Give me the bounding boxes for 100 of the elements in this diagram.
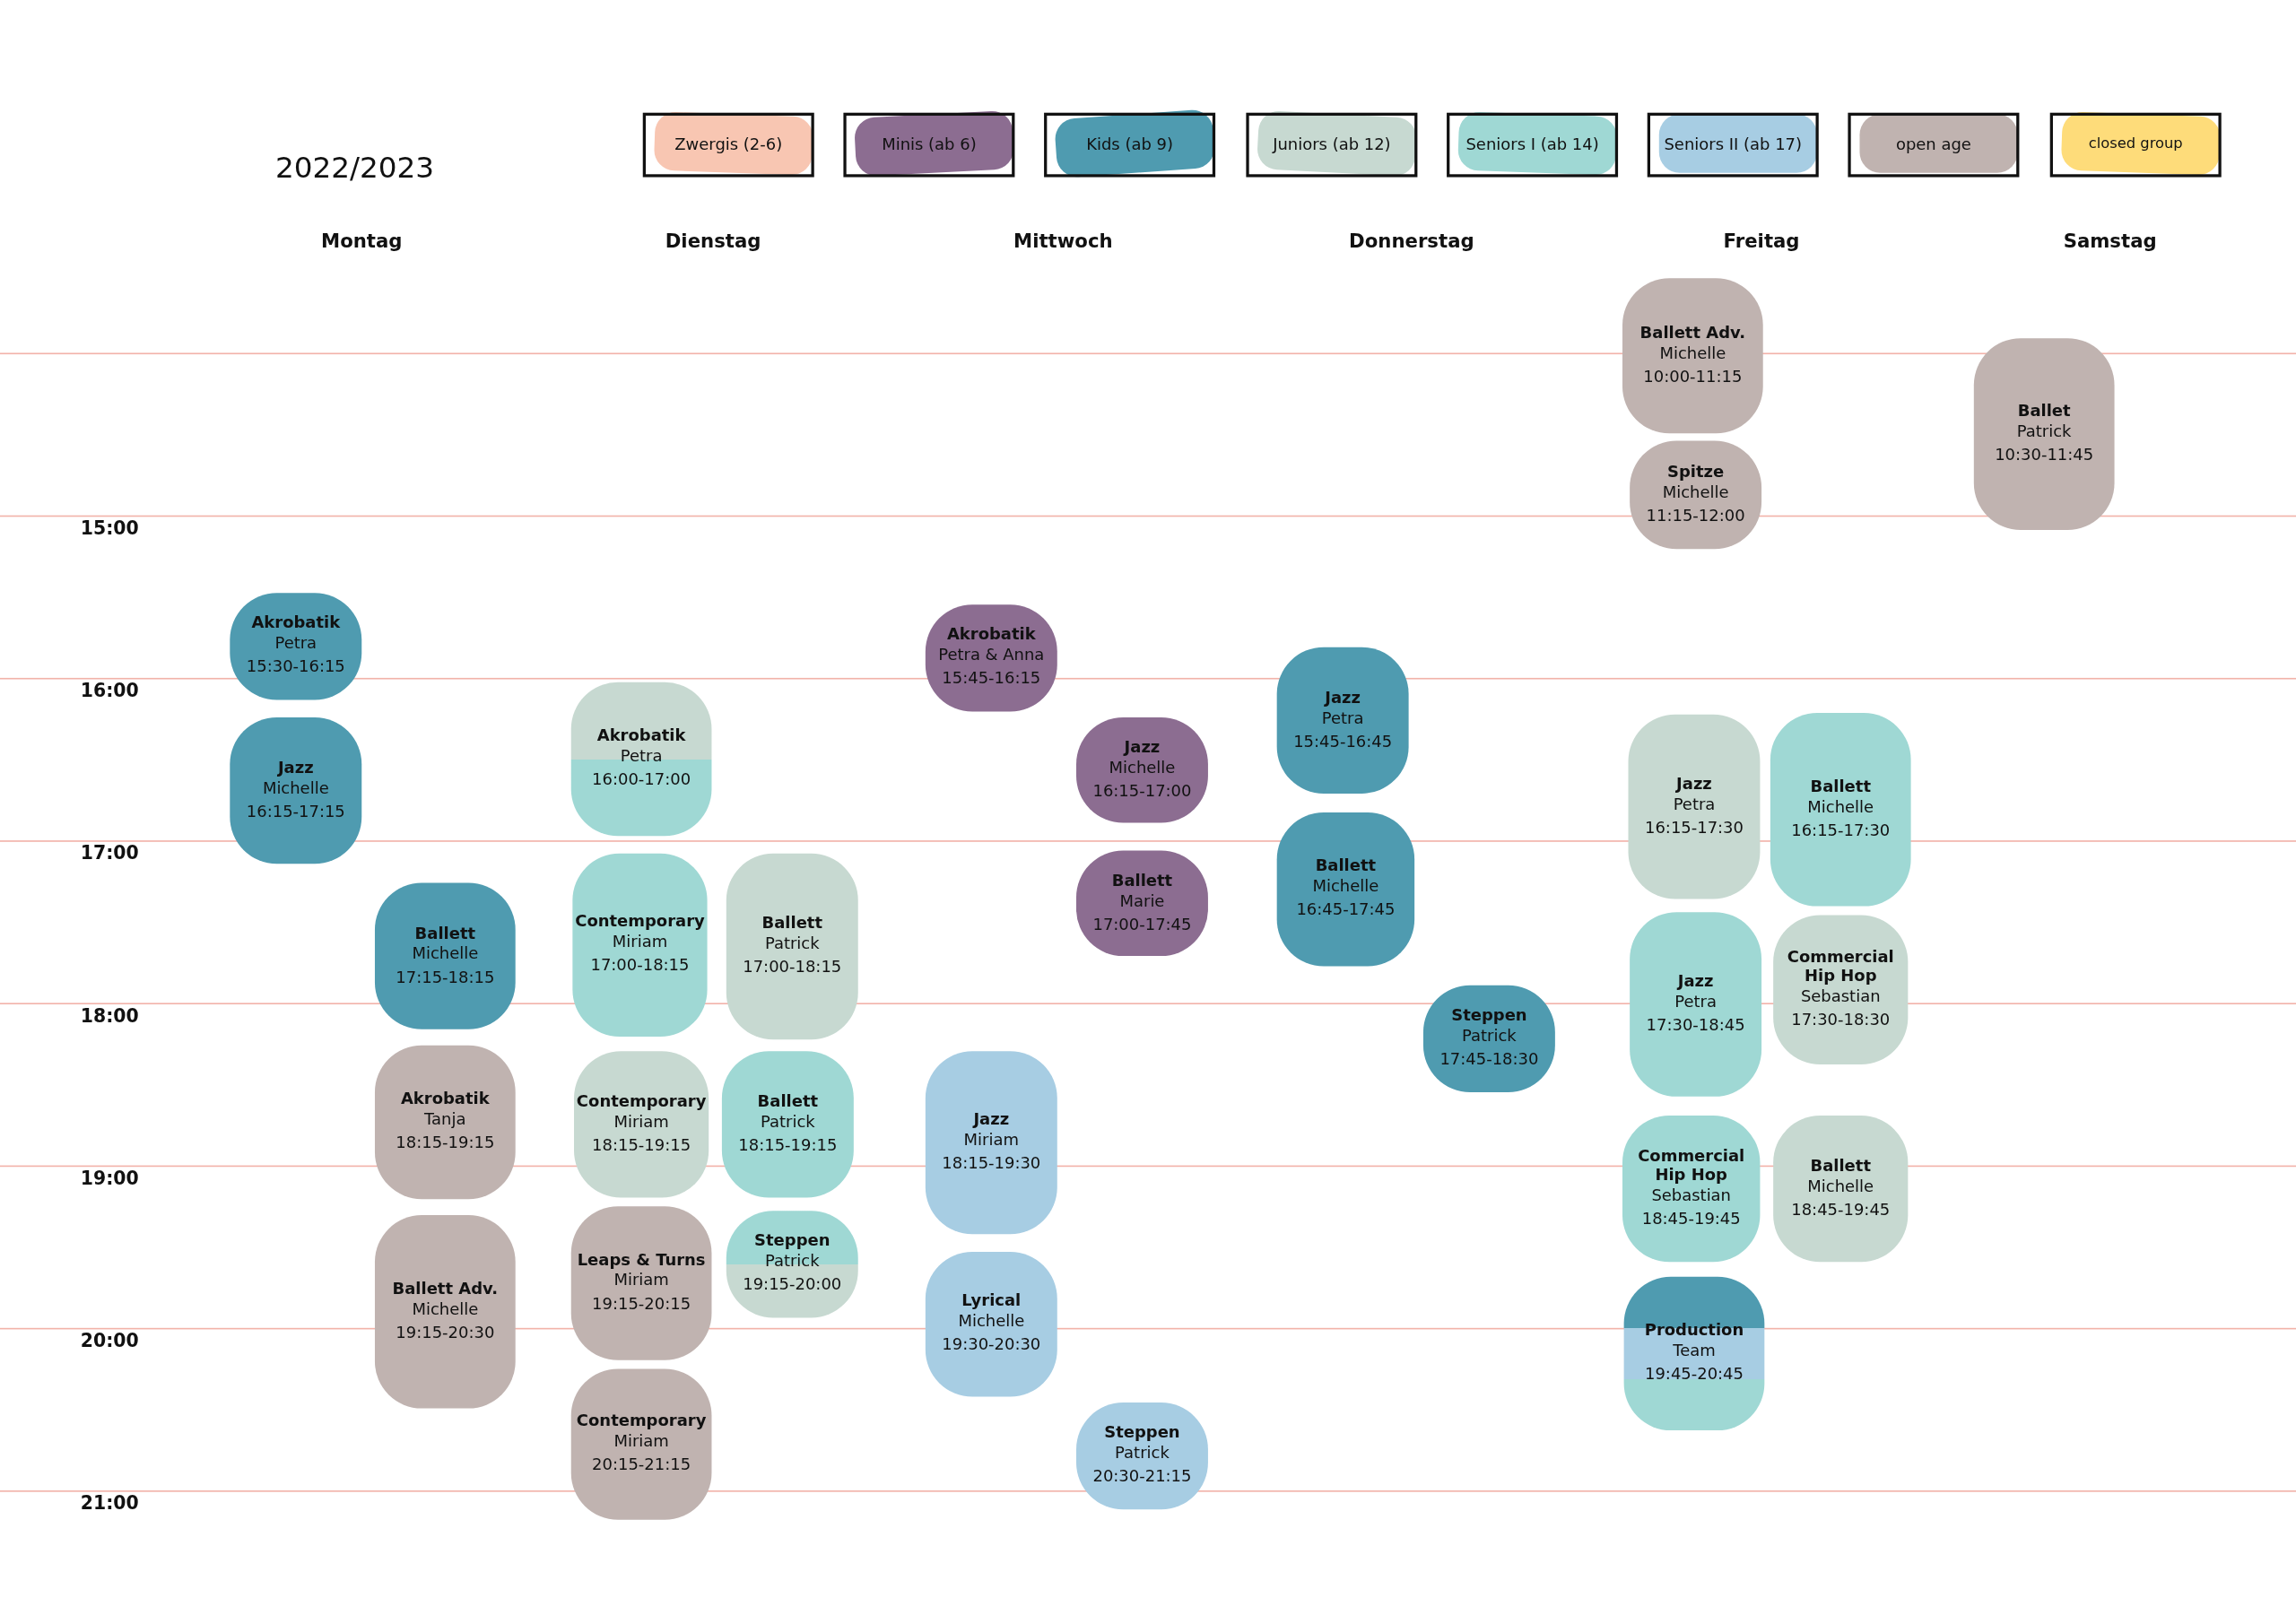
class-card — [374, 1045, 516, 1200]
class-name: Ballett — [1810, 1156, 1871, 1176]
legend-text: closed group — [2087, 135, 2184, 152]
time-range: 16:45-17:45 — [1296, 899, 1396, 922]
time-range: 16:00-17:00 — [592, 769, 691, 791]
class-name: Jazz — [973, 1109, 1010, 1129]
class-name: Ballet — [2017, 401, 2071, 421]
class-card — [572, 853, 708, 1037]
time-range: 20:15-21:15 — [592, 1454, 691, 1477]
time-range: 17:45-18:30 — [1439, 1048, 1539, 1071]
class-card — [1628, 714, 1761, 899]
time-range: 19:15-20:00 — [743, 1274, 842, 1297]
teacher-name: Sebastian — [1651, 1185, 1732, 1207]
legend-text: Seniors I (ab 14) — [1465, 135, 1600, 154]
class-name: Akrobatik — [251, 613, 341, 633]
class-card — [925, 1051, 1057, 1235]
time-range: 18:15-19:30 — [942, 1152, 1041, 1175]
teacher-name: Michelle — [1659, 342, 1726, 365]
day-header: Donnerstag — [1349, 230, 1474, 252]
teacher-name: Miriam — [613, 1111, 669, 1133]
class-card — [1276, 812, 1415, 967]
class-card — [1773, 915, 1909, 1064]
time-label: 19:00 — [80, 1167, 139, 1189]
class-name: Steppen — [1451, 1005, 1527, 1025]
time-range: 18:15-19:15 — [738, 1134, 838, 1157]
teacher-name: Petra — [1674, 991, 1717, 1013]
class-card — [1622, 1116, 1761, 1263]
legend-text: Zwergis (2-6) — [674, 135, 784, 154]
teacher-name: Sebastian — [1800, 986, 1881, 1008]
teacher-name: Petra — [1673, 793, 1716, 815]
class-name: Akrobatik — [596, 725, 686, 745]
time-range: 17:00-18:15 — [590, 955, 690, 977]
teacher-name: Michelle — [262, 777, 329, 799]
teacher-name: Patrick — [764, 1250, 820, 1273]
class-name: Commercial Hip Hop — [1786, 947, 1895, 986]
time-label: 18:00 — [80, 1004, 139, 1027]
time-range: 18:45-19:45 — [1791, 1198, 1891, 1221]
time-range: 17:00-17:45 — [1092, 913, 1192, 935]
teacher-name: Miriam — [613, 1430, 669, 1453]
teacher-name: Miriam — [612, 932, 668, 954]
class-name: Jazz — [1676, 773, 1712, 794]
teacher-name: Michelle — [1109, 756, 1176, 779]
class-card — [230, 717, 362, 864]
teacher-name: Patrick — [764, 933, 820, 955]
day-header: Mittwoch — [1013, 230, 1113, 252]
time-range: 16:15-17:00 — [1092, 780, 1192, 803]
legend-text: open age — [1894, 135, 1972, 154]
class-card — [726, 853, 858, 1040]
class-name: Contemporary — [576, 1411, 707, 1431]
class-card — [1773, 1116, 1909, 1263]
time-range: 19:30-20:30 — [942, 1334, 1041, 1357]
teacher-name: Team — [1673, 1340, 1716, 1362]
class-name: Akrobatik — [946, 625, 1036, 645]
season-label: 2022/2023 — [274, 149, 435, 185]
class-name: Ballett — [1315, 856, 1377, 876]
time-range: 17:30-18:45 — [1646, 1014, 1745, 1037]
time-range: 17:30-18:30 — [1791, 1009, 1891, 1031]
time-label: 17:00 — [80, 841, 139, 864]
time-range: 18:15-19:15 — [592, 1134, 691, 1157]
time-range: 10:00-11:15 — [1643, 366, 1743, 388]
time-range: 11:15-12:00 — [1646, 505, 1745, 527]
teacher-name: Michelle — [1807, 1175, 1874, 1198]
teacher-name: Petra — [274, 632, 317, 656]
class-name: Lyrical — [961, 1291, 1022, 1311]
class-card — [721, 1051, 854, 1198]
class-name: Contemporary — [576, 1091, 707, 1111]
day-header: Montag — [321, 230, 403, 252]
class-card — [1630, 912, 1762, 1097]
teacher-name: Petra — [620, 745, 663, 768]
day-header: Freitag — [1723, 230, 1800, 252]
class-name: Steppen — [1104, 1422, 1180, 1443]
time-label: 20:00 — [80, 1329, 139, 1351]
class-card — [570, 1368, 712, 1520]
class-name: Ballett Adv. — [392, 1279, 499, 1298]
class-name: Ballett — [757, 1091, 819, 1111]
teacher-name: Michelle — [1312, 875, 1379, 899]
time-range: 17:15-18:15 — [396, 966, 495, 988]
class-name: Production — [1644, 1320, 1744, 1340]
teacher-name: Petra — [1321, 707, 1364, 729]
teacher-name: Tanja — [424, 1108, 466, 1131]
time-label: 15:00 — [80, 517, 139, 539]
class-name: Steppen — [754, 1231, 831, 1251]
class-name: Ballett — [1810, 777, 1871, 796]
teacher-name: Marie — [1119, 890, 1165, 912]
class-name: Akrobatik — [400, 1089, 490, 1108]
class-card — [1770, 713, 1911, 907]
time-range: 15:45-16:45 — [1293, 730, 1393, 752]
legend-text: Juniors (ab 12) — [1271, 135, 1392, 154]
teacher-name: Michelle — [1662, 481, 1729, 504]
class-card — [1622, 278, 1763, 434]
day-header: Samstag — [2063, 230, 2157, 252]
class-card — [1623, 1276, 1765, 1431]
teacher-name: Miriam — [613, 1270, 669, 1292]
time-range: 16:15-17:30 — [1791, 820, 1891, 842]
time-range: 18:45-19:45 — [1641, 1208, 1741, 1230]
legend-text: Minis (ab 6) — [881, 135, 978, 154]
class-card — [1973, 338, 2115, 530]
time-label: 21:00 — [80, 1491, 139, 1515]
day-header: Dienstag — [665, 230, 761, 252]
class-name: Jazz — [1124, 737, 1161, 757]
